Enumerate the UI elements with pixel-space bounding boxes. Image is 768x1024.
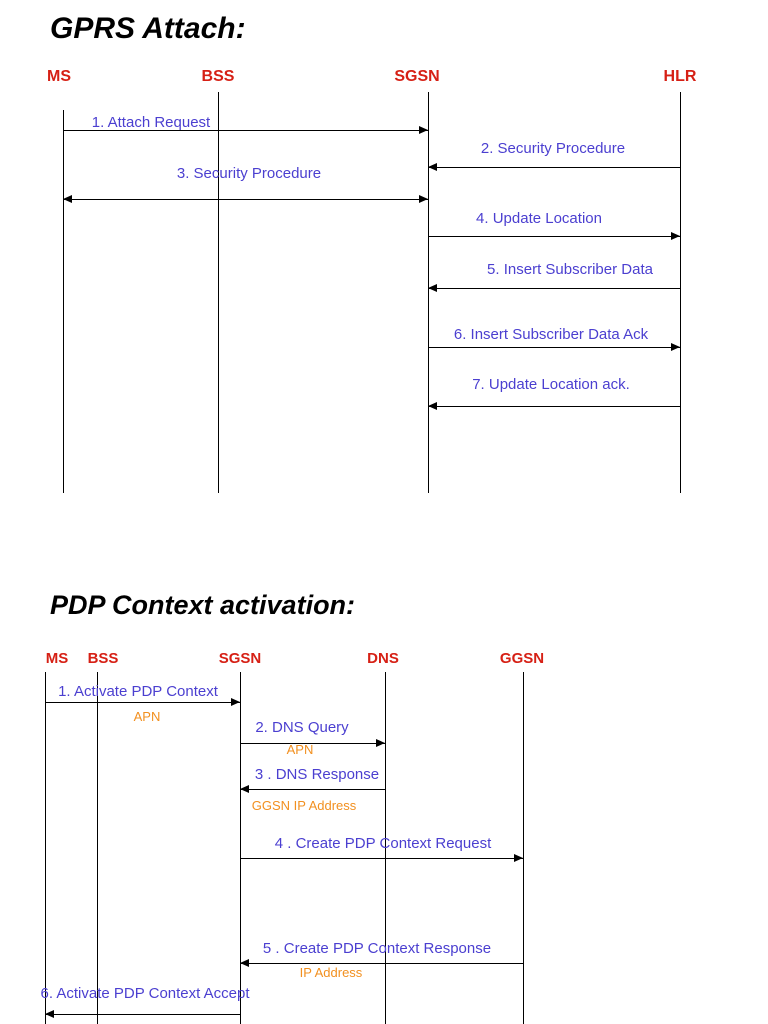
- message-label-3: 3. Security Procedure: [176, 165, 322, 182]
- message-arrow-2: [428, 167, 680, 168]
- lifeline2-sgsn: [240, 672, 241, 1024]
- message2-label-1: 1. Activate PDP Context: [58, 683, 218, 700]
- message2-arrow-3: [240, 789, 385, 790]
- lifeline-bss: [218, 92, 219, 493]
- message-label-4: 4. Update Location: [476, 210, 602, 227]
- annotation-apn-1: APN: [133, 709, 161, 724]
- message-arrowhead-3-left: [63, 194, 72, 203]
- message2-label-2: 2. DNS Query: [255, 719, 349, 736]
- actor2-label-bss: BSS: [87, 650, 119, 667]
- lifeline-ms: [63, 110, 64, 493]
- message-arrow-4: [428, 236, 680, 237]
- message-arrowhead-3-right: [419, 194, 428, 203]
- lifeline2-ms: [45, 672, 46, 1024]
- message-arrow-1: [63, 130, 428, 131]
- actor2-label-dns: DNS: [367, 650, 399, 667]
- message2-arrowhead-6: [45, 1009, 54, 1018]
- actor-label-bss: BSS: [201, 68, 235, 85]
- message-label-5: 5. Insert Subscriber Data: [487, 261, 653, 278]
- message-label-2: 2. Security Procedure: [480, 140, 626, 157]
- message-arrowhead-7: [428, 401, 437, 410]
- actor2-label-ggsn: GGSN: [499, 650, 545, 667]
- message-label-7: 7. Update Location ack.: [472, 376, 630, 393]
- message2-arrow-2: [240, 743, 385, 744]
- lifeline2-dns: [385, 672, 386, 1024]
- message2-arrow-1: [45, 702, 240, 703]
- message-arrowhead-6: [671, 342, 680, 351]
- lifeline-hlr: [680, 92, 681, 493]
- message-arrowhead-1: [419, 125, 428, 134]
- message2-arrowhead-3: [240, 784, 249, 793]
- message2-label-5: 5 . Create PDP Context Response: [262, 940, 492, 957]
- message2-label-4: 4 . Create PDP Context Request: [274, 835, 492, 852]
- message-arrowhead-4: [671, 231, 680, 240]
- actor-label-hlr: HLR: [663, 68, 697, 85]
- message-arrow-6: [428, 347, 680, 348]
- lifeline-sgsn: [428, 92, 429, 493]
- annotation-ip-address: IP Address: [299, 965, 363, 980]
- message2-label-3: 3 . DNS Response: [254, 766, 380, 783]
- page-title-pdp-context: PDP Context activation:: [50, 590, 356, 620]
- annotation-apn-2: APN: [286, 742, 314, 757]
- message2-arrow-5: [240, 963, 523, 964]
- message2-arrow-4: [240, 858, 523, 859]
- message-arrowhead-2: [428, 162, 437, 171]
- message-label-6: 6. Insert Subscriber Data Ack: [453, 326, 649, 343]
- message2-arrowhead-4: [514, 853, 523, 862]
- message2-arrowhead-5: [240, 958, 249, 967]
- page-title-gprs-attach: GPRS Attach:: [50, 12, 246, 45]
- lifeline2-bss: [97, 672, 98, 1024]
- message-arrow-5: [428, 288, 680, 289]
- actor2-label-ms: MS: [45, 650, 69, 667]
- message2-label-6: 6. Activate PDP Context Accept: [40, 985, 250, 1002]
- actor-label-ms: MS: [47, 68, 71, 85]
- lifeline2-ggsn: [523, 672, 524, 1024]
- annotation-ggsn-ip-address: GGSN IP Address: [251, 798, 357, 813]
- actor2-label-sgsn: SGSN: [218, 650, 262, 667]
- message-arrowhead-5: [428, 283, 437, 292]
- message2-arrowhead-1: [231, 697, 240, 706]
- message-arrow-7: [428, 406, 680, 407]
- message-label-1: 1. Attach Request: [91, 114, 211, 131]
- message2-arrow-6: [45, 1014, 240, 1015]
- actor-label-sgsn: SGSN: [394, 68, 440, 85]
- message-arrow-3: [63, 199, 428, 200]
- message2-arrowhead-2: [376, 738, 385, 747]
